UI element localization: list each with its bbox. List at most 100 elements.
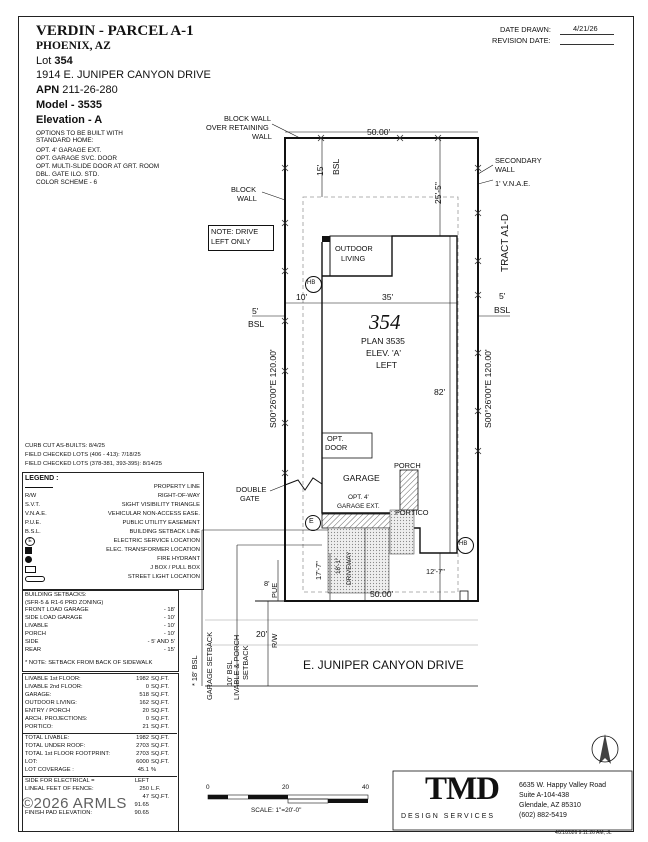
area-row: 91.65 xyxy=(25,801,175,809)
legend-box xyxy=(22,472,204,590)
options-heading-1: OPTIONS TO BE BUILT WITH xyxy=(36,130,123,137)
secondary-wall-label-1: SECONDARY xyxy=(495,156,542,165)
area-value: 1982 xyxy=(136,676,149,682)
area-value: 20 xyxy=(142,708,149,714)
vnae-label: 1' V.N.A.E. xyxy=(495,179,531,188)
area-label: LOT: xyxy=(25,759,38,765)
setback-value: - 10' xyxy=(163,623,175,629)
scale-tick: 20 xyxy=(282,784,290,791)
option-item: COLOR SCHEME - 6 xyxy=(36,179,98,186)
opt-door-label-1: OPT. xyxy=(327,434,344,443)
block-wall-label-1: BLOCK xyxy=(231,185,257,194)
rear-bsl: BSL xyxy=(331,158,341,175)
area-unit: SQ.FT. xyxy=(151,751,170,757)
setback-label: REAR xyxy=(25,647,42,653)
legend-symbol: B.S.L. xyxy=(25,529,41,535)
j-box-icon xyxy=(25,566,36,573)
dimension-35ft: 35' xyxy=(382,292,394,302)
setback-line xyxy=(302,196,459,593)
legend-row: R/W RIGHT-OF-WAY xyxy=(25,492,200,501)
legend-symbol: P.U.E. xyxy=(25,520,42,526)
apn-value: 211-26-280 xyxy=(62,84,118,96)
bottom-dimension: 50.00' xyxy=(370,589,394,599)
option-item: OPT. GARAGE SVC. DOOR xyxy=(36,155,117,162)
setback-row: REAR- 15' xyxy=(25,646,175,654)
company-logo: TMD xyxy=(425,771,500,807)
area-value: 90.65 xyxy=(134,810,149,816)
dimension-15ft: 15' xyxy=(315,164,325,176)
left-setback-dim: 5' xyxy=(252,306,259,316)
garage-ext-label-2: GARAGE EXT. xyxy=(337,503,380,510)
option-item: DBL. GATE ILO. STD. xyxy=(36,171,100,178)
portico-label: PORTICO xyxy=(395,508,429,517)
areas-box xyxy=(22,673,179,832)
area-value: 47 xyxy=(142,794,149,800)
dimension-25-5: 25'-5" xyxy=(433,182,443,204)
legend-row: P.U.E. PUBLIC UTILITY EASEMENT xyxy=(25,519,200,528)
revision-label: REVISION DATE: xyxy=(492,36,551,45)
dimension-17-7: 17'-7" xyxy=(314,561,323,580)
setback-row: SIDE- 5' AND 5' xyxy=(25,638,175,646)
lot-label: Lot xyxy=(36,55,52,67)
area-unit: SQ.FT. xyxy=(151,708,170,714)
setback-label: SIDE xyxy=(25,639,39,645)
lot-line: Lot 354 xyxy=(36,56,73,67)
legend-row: ELEC. TRANSFORMER LOCATION xyxy=(25,546,200,555)
fence-markers xyxy=(281,134,482,477)
option-item: OPT. MULTI-SLIDE DOOR AT GRT. ROOM xyxy=(36,163,160,170)
area-unit: SQ.FT. xyxy=(151,700,170,706)
scale-tick: 40 xyxy=(362,784,370,791)
right-setback-bsl: BSL xyxy=(494,305,511,315)
legend-label: PUBLIC UTILITY EASEMENT xyxy=(122,520,200,526)
plan-label: PLAN 3535 xyxy=(361,336,405,346)
area-value: 518 xyxy=(139,692,149,698)
area-value: 1982 xyxy=(136,735,149,741)
setbacks-box xyxy=(22,590,179,672)
dimension-10ft: 10' xyxy=(296,292,308,302)
area-label: PORTICO: xyxy=(25,724,53,730)
area-label: ENTRY / PORCH xyxy=(25,708,71,714)
elevation-plan-label: ELEV. 'A' xyxy=(366,348,401,358)
garage-setback-label-2: GARAGE SETBACK xyxy=(205,631,214,700)
legend-symbol: V.N.A.E. xyxy=(25,511,47,517)
legend-row: V.N.A.E. VEHICULAR NON-ACCESS EASE. xyxy=(25,510,200,519)
area-label: ARCH. PROJECTIONS: xyxy=(25,716,88,722)
top-dimension: 50.00' xyxy=(367,127,391,137)
driveway-label: DRIVEWAY xyxy=(346,551,353,585)
setbacks-title: BUILDING SETBACKS: xyxy=(25,592,87,598)
right-setback-dim: 5' xyxy=(499,291,506,301)
legend-label: RIGHT-OF-WAY xyxy=(157,493,200,499)
model-label: Model - xyxy=(36,99,75,111)
legend-label: ELECTRIC SERVICE LOCATION xyxy=(113,538,200,544)
elevation-value: A xyxy=(94,114,103,126)
area-value: 91.65 xyxy=(134,802,149,808)
area-unit: L.F. xyxy=(151,786,161,792)
setback-value: - 10' xyxy=(163,615,175,621)
lot-number-large: 354 xyxy=(369,310,401,334)
area-unit: SQ.FT. xyxy=(151,759,170,765)
area-label: TOTAL LIVABLE: xyxy=(25,735,70,741)
legend-label: STREET LIGHT LOCATION xyxy=(127,574,200,580)
options-heading-2: STANDARD HOME: xyxy=(36,137,94,144)
property-line-symbol xyxy=(25,487,53,488)
area-value: 0 xyxy=(145,684,149,690)
elevation-line: Elevation - A xyxy=(36,115,102,126)
page-border xyxy=(18,16,634,832)
field-note: FIELD CHECKED LOTS (378-381, 393-395): 8… xyxy=(25,461,162,467)
hose-bib-label: HB xyxy=(307,280,316,286)
area-unit: SQ.FT. xyxy=(151,692,170,698)
setback-label: FRONT LOAD GARAGE xyxy=(25,607,89,613)
apn-line: APN 211-26-280 xyxy=(36,85,118,96)
livable-setback-label-3: SETBACK xyxy=(241,645,250,681)
print-timestamp: 4/21/2026 9:11:26 AM, JL xyxy=(555,830,612,836)
area-unit: SQ.FT. xyxy=(151,724,170,730)
area-value: 6000 xyxy=(136,759,149,765)
project-city: PHOENIX, AZ xyxy=(36,40,111,52)
